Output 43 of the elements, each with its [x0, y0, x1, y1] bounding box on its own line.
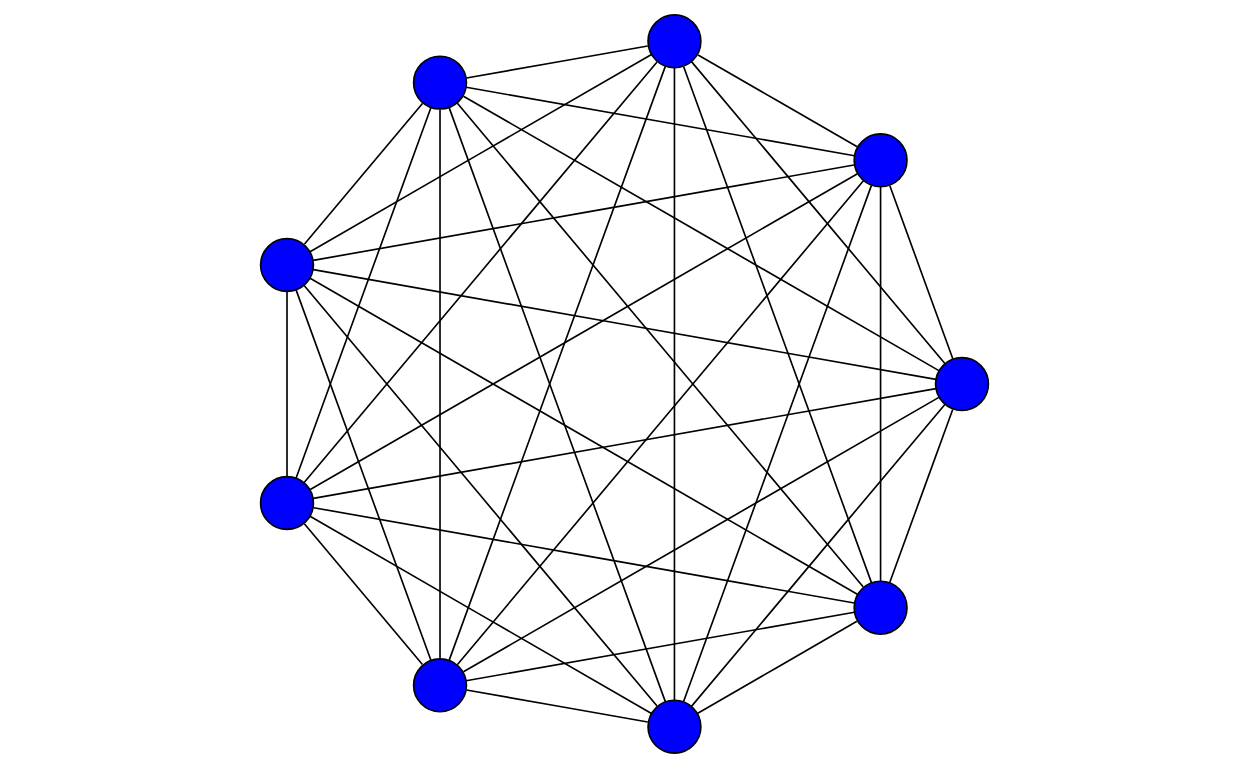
- connector: [308, 277, 858, 596]
- node-circle: [259, 237, 314, 293]
- connector: [294, 106, 432, 479]
- connector: [303, 102, 423, 245]
- connector: [696, 54, 858, 148]
- node-circle: [852, 133, 908, 188]
- connector: [308, 53, 652, 253]
- connector: [682, 65, 872, 584]
- node-circle: [934, 356, 989, 412]
- connector: [464, 86, 855, 157]
- connector: [690, 403, 946, 708]
- connector: [462, 95, 940, 372]
- connector: [465, 45, 649, 79]
- node-circle: [646, 14, 702, 69]
- connector: [438, 108, 441, 660]
- connector: [312, 387, 937, 500]
- node-circle: [646, 699, 702, 754]
- connector: [302, 61, 658, 484]
- connector: [312, 268, 937, 381]
- node-circle: [412, 55, 467, 110]
- connector: [308, 172, 858, 491]
- connector: [682, 184, 872, 703]
- connector: [462, 396, 940, 673]
- connector: [464, 611, 855, 682]
- connector: [285, 291, 288, 477]
- connector: [696, 620, 858, 715]
- connector: [311, 164, 855, 262]
- node-circle: [259, 475, 314, 531]
- connector: [455, 102, 864, 588]
- connector: [673, 66, 675, 701]
- connector: [888, 408, 954, 584]
- connector: [465, 689, 649, 723]
- connector: [455, 179, 864, 666]
- connector: [690, 60, 946, 365]
- node-circle: [852, 580, 908, 635]
- connector: [888, 184, 954, 360]
- connector: [312, 506, 855, 604]
- connector: [879, 186, 881, 582]
- connector: [308, 515, 652, 715]
- connector: [303, 522, 423, 666]
- connector: [302, 284, 658, 707]
- connector: [294, 289, 432, 662]
- node-circle: [412, 658, 467, 713]
